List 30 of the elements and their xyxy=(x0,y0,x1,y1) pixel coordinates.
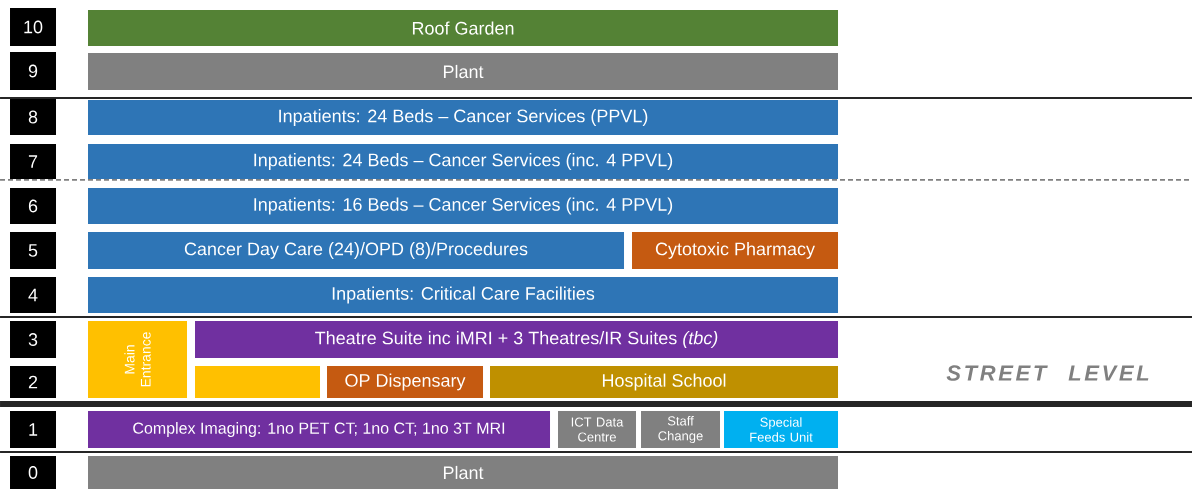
floor-block: Inpatients: 24 Beds – Cancer Services (inc. 4 PPVL) xyxy=(88,144,838,179)
department-block: Main Entrance xyxy=(88,321,187,398)
empty-block xyxy=(195,366,320,398)
department-block: Complex Imaging: 1no PET CT; 1no CT; 1no 3T MRI xyxy=(88,411,550,448)
department-block: OP Dispensary xyxy=(327,366,483,398)
floor-number: 10 xyxy=(10,8,56,46)
floor-number: 7 xyxy=(10,144,56,179)
floor-number: 3 xyxy=(10,321,56,358)
floor-block: Inpatients: 16 Beds – Cancer Services (inc. 4 PPVL) xyxy=(88,188,838,224)
floor-block: Inpatients: 24 Beds – Cancer Services (PPVL) xyxy=(88,100,838,135)
department-block: ICT Data Centre xyxy=(558,411,636,448)
department-block: Theatre Suite inc iMRI + 3 Theatres/IR Suites (tbc) xyxy=(195,321,838,358)
floor-block: Roof Garden xyxy=(88,10,838,46)
floor-number: 6 xyxy=(10,188,56,224)
floor-number: 0 xyxy=(10,456,56,489)
floor-block: Inpatients: Critical Care Facilities xyxy=(88,277,838,313)
floor-number: 9 xyxy=(10,52,56,90)
floor-block: Plant xyxy=(88,53,838,90)
floor-number: 5 xyxy=(10,232,56,269)
street-level-label: STREET LEVEL xyxy=(946,365,1149,381)
department-block: Cytotoxic Pharmacy xyxy=(632,232,838,269)
floor-number: 4 xyxy=(10,277,56,313)
floor-number: 8 xyxy=(10,99,56,135)
floor-number: 2 xyxy=(10,366,56,398)
department-block: Cancer Day Care (24)/OPD (8)/Procedures xyxy=(88,232,624,269)
department-block: Hospital School xyxy=(490,366,838,398)
department-block: Plant xyxy=(88,456,838,489)
department-block: Staff Change xyxy=(641,411,720,448)
floor-number: 1 xyxy=(10,411,56,448)
department-block: Special Feeds Unit xyxy=(724,411,838,448)
